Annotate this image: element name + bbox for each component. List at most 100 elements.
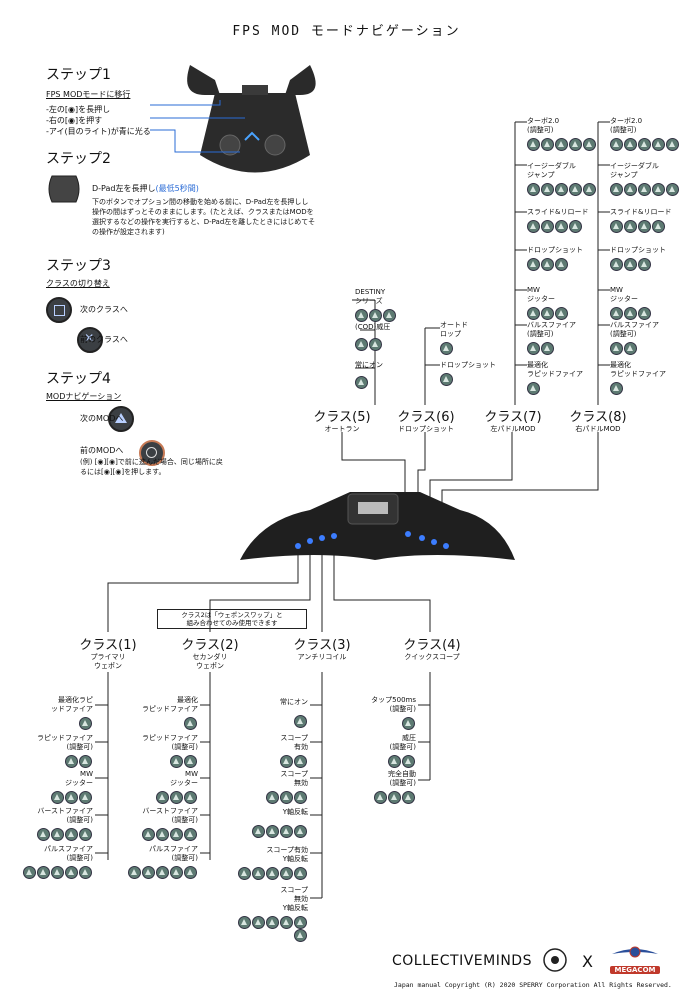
class-6-label: クラス(6) ドロップショット xyxy=(389,406,463,434)
triangle-icon xyxy=(355,309,368,322)
triangle-icon xyxy=(369,338,382,351)
class8-item: バルスファイア(調整可) xyxy=(610,321,659,355)
triangle-icon xyxy=(280,791,293,804)
triangle-icon xyxy=(402,755,415,768)
item-line: (調整可) xyxy=(389,743,416,751)
item-line: オートド xyxy=(440,321,468,329)
triangle-icon xyxy=(355,338,368,351)
triangle-icon xyxy=(527,258,540,271)
item-line: ジャンプ xyxy=(527,171,555,179)
class-4-label: クラス(4) クイックスコープ xyxy=(390,634,474,662)
item-line: ドロップショット xyxy=(440,361,496,369)
item-line: (調整可) xyxy=(171,743,198,751)
triangle-icon xyxy=(184,755,197,768)
triangle-icon xyxy=(156,791,169,804)
button-icon-row xyxy=(120,755,198,768)
triangle-icon xyxy=(238,916,251,929)
triangle-icon xyxy=(402,717,415,730)
button-icon-row xyxy=(610,382,666,395)
class-3-label: クラス(3) アンチリコイル xyxy=(280,634,364,662)
triangle-icon xyxy=(170,866,183,879)
class-5-label: クラス(5) オートラン xyxy=(305,406,379,434)
item-line: イージーダブル xyxy=(610,162,659,170)
triangle-icon xyxy=(624,138,637,151)
triangle-icon xyxy=(541,220,554,233)
triangle-icon xyxy=(128,866,141,879)
triangle-icon xyxy=(79,717,92,730)
triangle-icon xyxy=(170,828,183,841)
item-line: スコープ xyxy=(280,886,308,894)
class1-item: バーストファイア(調整可) xyxy=(20,807,93,841)
triangle-icon xyxy=(624,258,637,271)
triangle-icon xyxy=(541,342,554,355)
class7-item: ターボ2.0(調整可) xyxy=(527,117,597,151)
item-line: パルスファイア xyxy=(44,845,93,853)
triangle-icon xyxy=(388,791,401,804)
triangle-icon xyxy=(369,309,382,322)
item-line: バルスファイア xyxy=(527,321,576,329)
class7-item: スライド&リロード xyxy=(527,208,588,233)
button-icon-row xyxy=(340,791,416,804)
item-line: Y軸反転 xyxy=(282,855,308,863)
triangle-icon xyxy=(610,258,623,271)
class7-item: ドロップショット xyxy=(527,246,583,271)
class6-item: オートド ロップ xyxy=(440,321,468,355)
step4-note-line: (例) [◉][◉]で前に進んだ場合、同じ場所に戻 xyxy=(80,458,223,466)
button-icon-row xyxy=(527,138,597,151)
class2-item: バーストファイア(調整可) xyxy=(120,807,198,841)
triangle-icon xyxy=(555,138,568,151)
triangle-icon xyxy=(266,825,279,838)
class7-item: イージーダブルジャンプ xyxy=(527,162,597,196)
triangle-icon xyxy=(294,715,307,728)
item-line: ジッター xyxy=(527,295,555,303)
item-line: (調整可) xyxy=(527,330,554,338)
step4-note-line: るには[◉][◉]を押します。 xyxy=(80,468,166,476)
class-sub: セカンダリ xyxy=(192,653,228,661)
class-label: クラス(7) xyxy=(484,410,542,425)
triangle-icon xyxy=(402,791,415,804)
megacom-logo: MEGACOM xyxy=(610,944,660,974)
button-icon-row xyxy=(230,867,308,880)
x-separator: X xyxy=(582,952,593,971)
button-icon-row xyxy=(355,309,397,322)
class-7-label: クラス(7) 左パドルMOD xyxy=(476,406,550,434)
item-line: ラピッドファイア xyxy=(37,734,93,742)
class3-item: スコープ無効 xyxy=(230,770,308,804)
triangle-icon xyxy=(555,220,568,233)
triangle-icon xyxy=(666,138,679,151)
item-line: DESTINY xyxy=(355,288,386,296)
item-line: MW xyxy=(527,286,540,294)
triangle-icon xyxy=(79,791,92,804)
triangle-icon xyxy=(65,791,78,804)
class-sub: クイックスコープ xyxy=(404,653,460,661)
class7-item: バルスファイア(調整可) xyxy=(527,321,576,355)
class4-item: 威圧(調整可) xyxy=(340,734,416,768)
step2-desc-line: 操作の間はずっとそのままにします。(たとえば、クラスまたはMODを xyxy=(92,208,314,216)
item-line: 完全自動 xyxy=(388,770,416,778)
item-line: バルスファイア xyxy=(610,321,659,329)
step1-sub: FPS MODモードに移行 xyxy=(46,90,131,99)
triangle-icon xyxy=(37,866,50,879)
step2-line1b: (最低5秒間) xyxy=(155,184,199,193)
triangle-icon xyxy=(569,138,582,151)
triangle-icon xyxy=(569,183,582,196)
button-icon-row xyxy=(340,717,416,730)
triangle-icon xyxy=(142,828,155,841)
triangle-icon xyxy=(65,755,78,768)
triangle-icon xyxy=(541,138,554,151)
button-icon-row xyxy=(527,183,597,196)
triangle-icon xyxy=(541,307,554,320)
item-line: (調整可) xyxy=(610,330,637,338)
item-line: ターボ2.0 xyxy=(527,117,560,125)
class4-item: 完全自動(調整可) xyxy=(340,770,416,804)
class-label: クラス(8) xyxy=(569,410,627,425)
item-line: ラピッドファイア xyxy=(142,705,198,713)
triangle-icon xyxy=(527,183,540,196)
class-2-label: クラス(2) セカンダリ ウェポン xyxy=(168,634,252,671)
step3-sub: クラスの切り替え xyxy=(46,279,110,288)
item-line: (調整可) xyxy=(610,126,637,134)
button-icon-row xyxy=(610,138,680,151)
